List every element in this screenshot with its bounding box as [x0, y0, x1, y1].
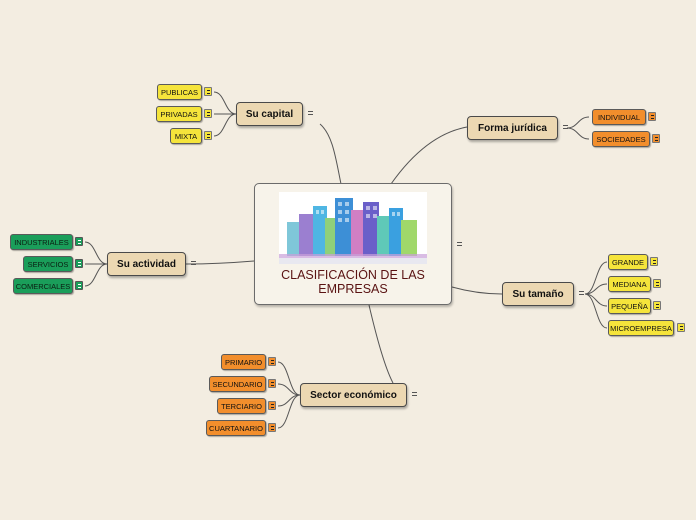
- note-icon[interactable]: [653, 279, 661, 288]
- note-icon[interactable]: [268, 423, 276, 432]
- connector-capital-leaf-0: [213, 91, 237, 115]
- note-icon[interactable]: [653, 301, 661, 310]
- subtopic-privadas[interactable]: PRIVADAS: [156, 106, 202, 122]
- topic-su-tamano[interactable]: Su tamaño: [502, 282, 574, 306]
- connector-sector-economico: [368, 304, 394, 384]
- subtopic-industriales[interactable]: INDUSTRIALES: [10, 234, 73, 250]
- connector-capital-leaf-2: [213, 113, 237, 137]
- connector-sector-leaf-3: [277, 394, 301, 429]
- note-icon[interactable]: [650, 257, 658, 266]
- note-icon[interactable]: [75, 237, 83, 246]
- subtopic-label: MICROEMPRESA: [610, 323, 672, 333]
- subtopic-mediana[interactable]: MEDIANA: [608, 276, 651, 292]
- connector-sector-leaf-1: [277, 383, 301, 396]
- subtopic-label: MEDIANA: [612, 279, 647, 289]
- subtopic-label: CUARTANARIO: [209, 423, 263, 433]
- connector-sector-leaf-2: [277, 394, 301, 407]
- note-icon[interactable]: [268, 401, 276, 410]
- note-icon[interactable]: [204, 109, 212, 118]
- topic-sector-economico[interactable]: Sector económico: [300, 383, 407, 407]
- connector-su-tamano: [451, 286, 503, 295]
- connector-actividad-leaf-0: [84, 241, 108, 265]
- subtopic-servicios[interactable]: SERVICIOS: [23, 256, 73, 272]
- subtopic-individual[interactable]: INDIVIDUAL: [592, 109, 646, 125]
- connector-capital: [319, 123, 342, 185]
- note-icon[interactable]: [455, 240, 463, 249]
- topic-label: Su tamaño: [512, 288, 564, 300]
- central-topic[interactable]: CLASIFICACIÓN DE LAS EMPRESAS: [254, 183, 452, 305]
- subtopic-label: SERVICIOS: [27, 259, 69, 269]
- note-icon[interactable]: [677, 323, 685, 332]
- topic-label: Forma jurídica: [478, 122, 547, 134]
- note-icon[interactable]: [652, 134, 660, 143]
- subtopic-label: PEQUEÑA: [611, 301, 648, 311]
- note-icon[interactable]: [306, 109, 314, 118]
- subtopic-sociedades[interactable]: SOCIEDADES: [592, 131, 650, 147]
- connector-forma-juridica: [390, 126, 468, 185]
- topic-label: Su actividad: [117, 258, 176, 270]
- subtopic-label: COMERCIALES: [15, 281, 71, 291]
- note-icon[interactable]: [204, 87, 212, 96]
- topic-su-actividad[interactable]: Su actividad: [107, 252, 186, 276]
- connector-tamano-leaf-2: [584, 293, 608, 307]
- buildings-picture: [279, 192, 427, 264]
- subtopic-label: PRIVADAS: [160, 109, 198, 119]
- note-icon[interactable]: [189, 259, 197, 268]
- note-icon[interactable]: [410, 390, 418, 399]
- note-icon[interactable]: [75, 259, 83, 268]
- connector-tamano-leaf-3: [584, 293, 608, 329]
- connector-juridica-leaf-0: [566, 116, 590, 129]
- subtopic-microempresa[interactable]: MICROEMPRESA: [608, 320, 674, 336]
- note-icon[interactable]: [75, 281, 83, 290]
- subtopic-label: SOCIEDADES: [596, 134, 646, 144]
- subtopic-label: INDUSTRIALES: [14, 237, 69, 247]
- topic-su-capital[interactable]: Su capital: [236, 102, 303, 126]
- subtopic-terciario[interactable]: TERCIARIO: [217, 398, 266, 414]
- subtopic-primario[interactable]: PRIMARIO: [221, 354, 266, 370]
- subtopic-label: GRANDE: [611, 257, 645, 267]
- subtopic-label: PRIMARIO: [224, 357, 263, 367]
- subtopic-comerciales[interactable]: COMERCIALES: [13, 278, 73, 294]
- connector-tamano-leaf-1: [584, 283, 608, 295]
- note-icon[interactable]: [648, 112, 656, 121]
- subtopic-secundario[interactable]: SECUNDARIO: [209, 376, 266, 392]
- subtopic-label: TERCIARIO: [221, 401, 262, 411]
- subtopic-label: MIXTA: [174, 131, 198, 141]
- subtopic-cuartanario[interactable]: CUARTANARIO: [206, 420, 266, 436]
- topic-label: Sector económico: [310, 389, 397, 401]
- topic-label: Su capital: [245, 108, 294, 120]
- note-icon[interactable]: [204, 131, 212, 140]
- subtopic-grande[interactable]: GRANDE: [608, 254, 648, 270]
- note-icon[interactable]: [577, 289, 585, 298]
- connector-juridica-leaf-1: [566, 127, 590, 140]
- connector-sector-leaf-0: [277, 361, 301, 396]
- connector-tamano-leaf-0: [584, 261, 608, 295]
- subtopic-label: INDIVIDUAL: [597, 112, 641, 122]
- subtopic-label: PUBLICAS: [160, 87, 199, 97]
- topic-forma-juridica[interactable]: Forma jurídica: [467, 116, 558, 140]
- note-icon[interactable]: [268, 357, 276, 366]
- subtopic-label: SECUNDARIO: [212, 379, 263, 389]
- note-icon[interactable]: [268, 379, 276, 388]
- note-icon[interactable]: [561, 123, 569, 132]
- subtopic-pequena[interactable]: PEQUEÑA: [608, 298, 651, 314]
- central-topic-title: CLASIFICACIÓN DE LAS EMPRESAS: [281, 268, 425, 296]
- subtopic-publicas[interactable]: PUBLICAS: [157, 84, 202, 100]
- subtopic-mixta[interactable]: MIXTA: [170, 128, 202, 144]
- connector-actividad-leaf-2: [84, 263, 108, 287]
